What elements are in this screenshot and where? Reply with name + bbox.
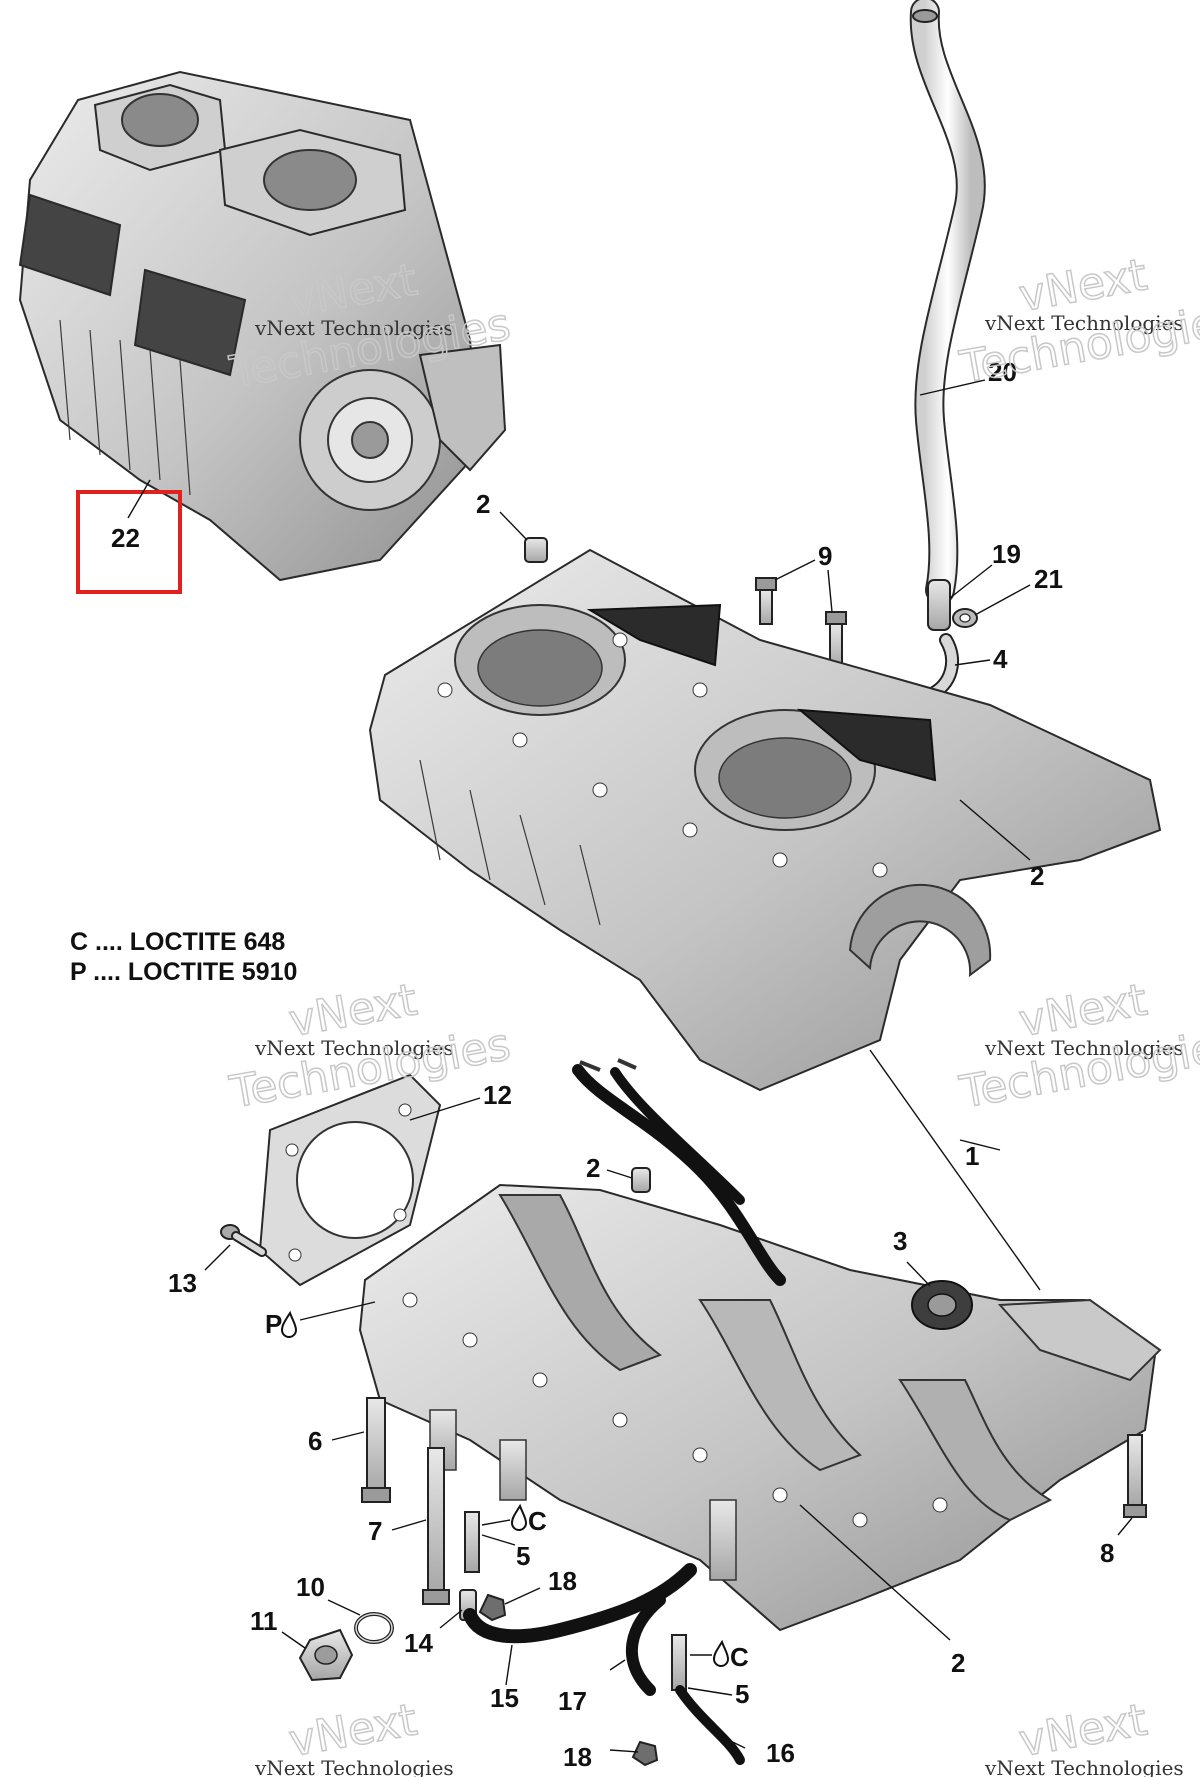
stud-5b [671, 1634, 687, 1691]
svg-text:vNext Technologies: vNext Technologies [984, 1756, 1184, 1777]
callout-11[interactable]: 11 [250, 1606, 278, 1636]
callout-9[interactable]: 9 [818, 541, 832, 571]
callout-4[interactable]: 4 [993, 644, 1008, 674]
part-22-highlight-box[interactable] [76, 490, 182, 594]
dowel-pin-lower [631, 1167, 651, 1193]
svg-text:vNext Technologies: vNext Technologies [254, 1756, 454, 1777]
legend-line-c: C .... LOCTITE 648 [70, 928, 285, 956]
loctite-drop-icon-5a [510, 1503, 528, 1531]
callout-8[interactable]: 8 [1100, 1538, 1114, 1568]
watermark-4: vNext vNext Technologies Technologies [955, 974, 1200, 1119]
engine-block-assembly [18, 70, 507, 582]
callout-19[interactable]: 19 [992, 539, 1021, 569]
oil-hose-lower [463, 1563, 745, 1765]
plug-18b [631, 1740, 659, 1767]
callout-6[interactable]: 6 [308, 1426, 322, 1456]
watermark-5: vNext vNext Technologies [254, 1694, 454, 1777]
callout-18-upper[interactable]: 18 [548, 1566, 577, 1596]
callout-3[interactable]: 3 [893, 1226, 907, 1256]
bolt-9a [755, 577, 777, 625]
adhesive-legend: C .... LOCTITE 648 P .... LOCTITE 5910 [70, 928, 297, 986]
svg-text:vNext Technologies: vNext Technologies [254, 316, 454, 340]
adhesive-mark-c-5a: C [528, 1506, 547, 1536]
callout-14[interactable]: 14 [404, 1628, 433, 1658]
bolt-8 [1123, 1434, 1147, 1518]
dowel-pin [524, 537, 548, 563]
callout-1[interactable]: 1 [965, 1141, 979, 1171]
adhesive-mark-p: P [265, 1309, 282, 1339]
cover-gasket [258, 1073, 442, 1287]
hose-clamp [952, 608, 978, 628]
bolt-7 [422, 1447, 450, 1605]
hose-fitting [927, 579, 951, 631]
cover-screw [220, 1224, 267, 1257]
bolt-9b [825, 611, 847, 669]
plug-18a [478, 1593, 507, 1622]
legend-line-p: P .... LOCTITE 5910 [70, 958, 297, 986]
callout-2-upper[interactable]: 2 [1030, 861, 1044, 891]
oil-hose-upper [572, 1058, 786, 1286]
svg-text:vNext Technologies: vNext Technologies [254, 1036, 454, 1060]
adhesive-mark-c-5b: C [730, 1642, 749, 1672]
callout-20[interactable]: 20 [988, 357, 1017, 387]
callout-10[interactable]: 10 [296, 1572, 325, 1602]
svg-text:vNext Technologies: vNext Technologies [984, 311, 1184, 335]
callout-15[interactable]: 15 [490, 1683, 519, 1713]
callout-12[interactable]: 12 [483, 1080, 512, 1110]
callout-13[interactable]: 13 [168, 1268, 197, 1298]
loctite-drop-icon-p [280, 1310, 298, 1338]
bolt-6 [361, 1397, 391, 1503]
watermark-6: vNext vNext Technologies [984, 1694, 1184, 1777]
callout-22[interactable]: 22 [111, 523, 140, 553]
callout-17[interactable]: 17 [558, 1686, 587, 1716]
drain-plug [298, 1628, 354, 1682]
callout-18-lower[interactable]: 18 [563, 1742, 592, 1772]
callout-2-top[interactable]: 2 [476, 489, 490, 519]
callout-5-upper[interactable]: 5 [516, 1541, 530, 1571]
loctite-drop-icon-5b [712, 1639, 730, 1667]
callout-5-lower[interactable]: 5 [735, 1679, 749, 1709]
crankcase-upper [368, 548, 1162, 1092]
crankshaft-seal [911, 1280, 973, 1330]
svg-text:vNext Technologies: vNext Technologies [984, 1036, 1184, 1060]
watermark-2: vNext vNext Technologies Technologies [955, 249, 1200, 394]
callout-2-lower[interactable]: 2 [586, 1153, 600, 1183]
stud-5a [464, 1511, 480, 1573]
callout-2-bottom[interactable]: 2 [951, 1648, 965, 1678]
vent-hose [909, 0, 986, 605]
callout-16[interactable]: 16 [766, 1738, 795, 1768]
sealing-washer [354, 1612, 394, 1644]
callout-7[interactable]: 7 [368, 1516, 382, 1546]
callout-21[interactable]: 21 [1034, 564, 1063, 594]
